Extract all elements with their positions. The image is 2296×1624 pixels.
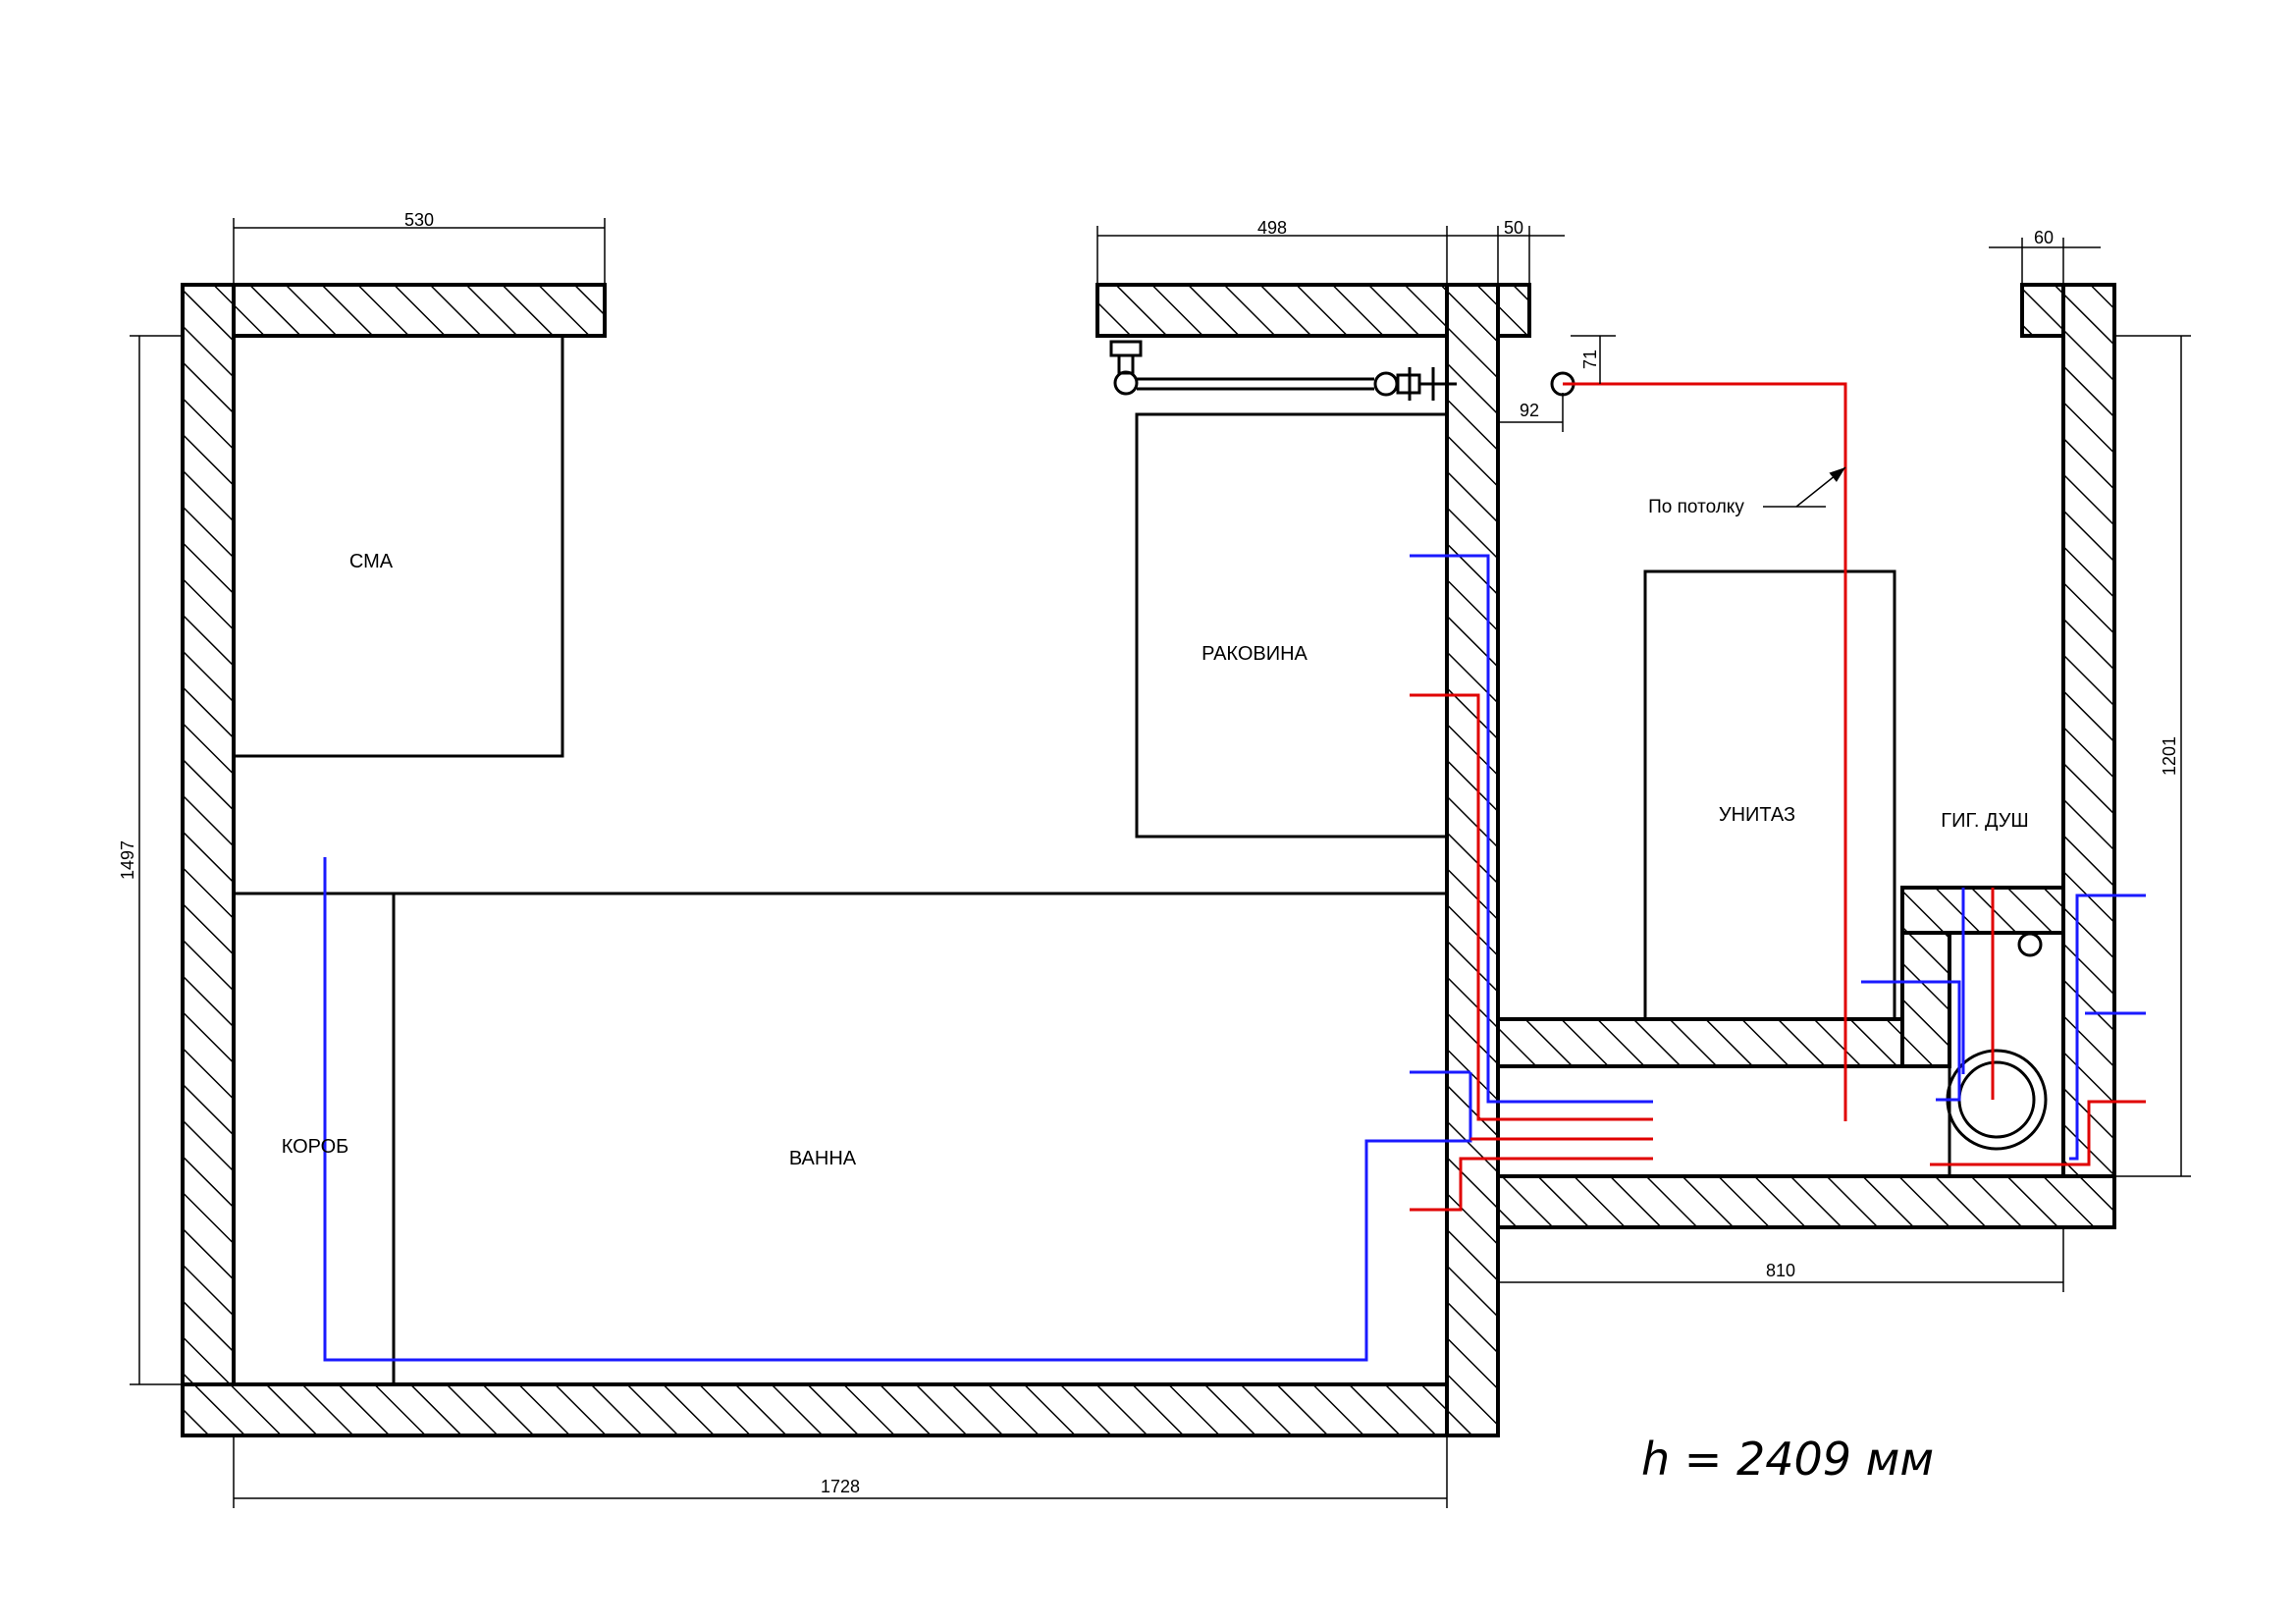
- bathtub-label: ВАННА: [789, 1148, 857, 1169]
- washer-label: СМА: [349, 551, 394, 572]
- wall-left: [181, 283, 236, 1437]
- sink-label: РАКОВИНА: [1201, 643, 1308, 665]
- walls: [181, 283, 2116, 1437]
- toilet-ledge: [1496, 1017, 1951, 1068]
- dim-wc-width: 810: [1766, 1261, 1795, 1280]
- drain-inner-icon: [1957, 1060, 2036, 1139]
- wall-bottom: [181, 1382, 1500, 1437]
- ceiling-height-note: h = 2409 мм: [1641, 1433, 1934, 1486]
- ceiling-note: По потолку: [1648, 497, 1744, 517]
- dim-pipe-offset: 92: [1520, 401, 1539, 420]
- hygienic-shower-label: ГИГ. ДУШ: [1941, 810, 2029, 832]
- toilet-label: УНИТАЗ: [1719, 804, 1795, 826]
- installation-top: [1900, 886, 2065, 935]
- box-label: КОРОБ: [282, 1136, 349, 1158]
- cold-pipe-toilet: [1861, 980, 1961, 1102]
- cold-pipe-right: [2069, 893, 2146, 1161]
- fixtures: [232, 334, 2065, 1384]
- wall-wc-bottom: [1496, 1174, 2116, 1229]
- dim-wc-depth: 1201: [2160, 736, 2179, 776]
- dim-sink-width: 498: [1257, 218, 1287, 238]
- dim-room-length: 1728: [821, 1477, 860, 1496]
- toilet-box: [1643, 569, 1896, 1021]
- cold-pipe-sink: [1410, 554, 1653, 1104]
- hot-pipe-sink: [1410, 693, 1653, 1121]
- rail-end-right: [1373, 371, 1399, 397]
- dim-wall-gap: 50: [1504, 218, 1523, 238]
- wall-partition: [1445, 283, 1500, 1437]
- cold-pipe-box: [323, 857, 1472, 1362]
- valve-stem: [1117, 353, 1135, 375]
- shower-outlet-icon: [2017, 932, 2043, 957]
- hot-pipe-ceiling: [1563, 382, 1847, 1121]
- wall-right: [2061, 283, 2116, 1229]
- rail-end-left: [1113, 370, 1139, 396]
- cold-water-pipes: [323, 554, 2146, 1362]
- dim-washer-width: 530: [404, 210, 434, 230]
- dim-pipe-height: 71: [1580, 350, 1600, 369]
- hot-pipe-right: [1930, 1100, 2146, 1166]
- washer-box: [232, 334, 564, 758]
- installation-inner: [1948, 931, 2065, 1178]
- dim-right-wall: 60: [2034, 228, 2054, 247]
- sink-box: [1135, 412, 1449, 839]
- valve-icon: [1109, 340, 1143, 357]
- dim-room-depth: 1497: [118, 840, 137, 880]
- hot-water-pipes: [1410, 382, 2146, 1212]
- wall-top-left: [181, 283, 607, 338]
- hot-pipe-tub: [1410, 1157, 1653, 1212]
- dimension-lines: [130, 218, 2191, 1508]
